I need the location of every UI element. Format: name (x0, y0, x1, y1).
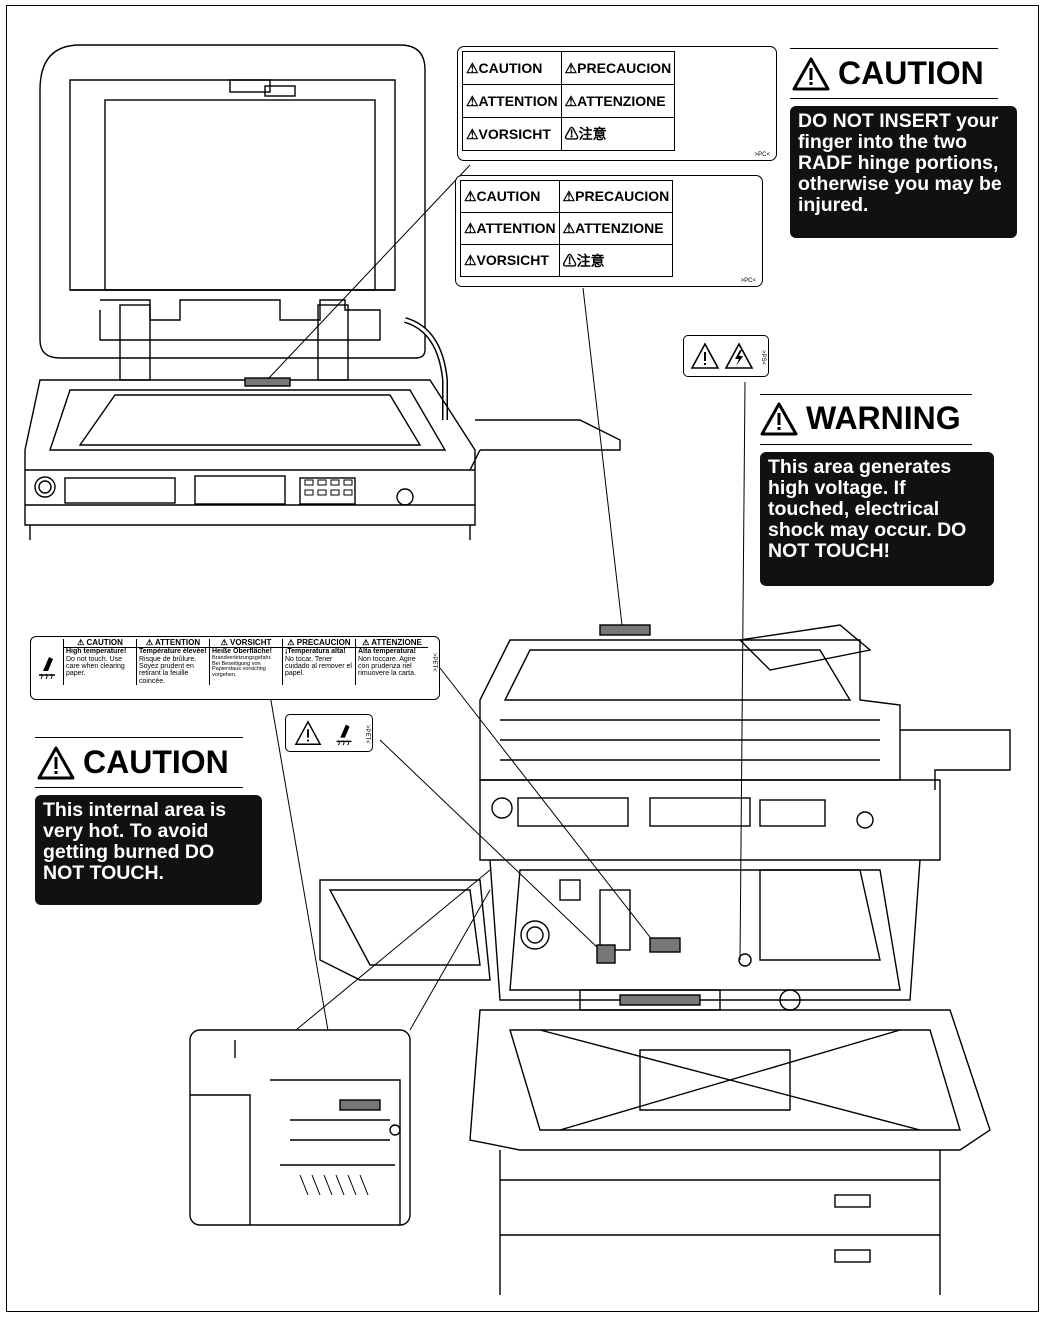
caution-hinge-title: CAUTION (838, 55, 984, 91)
hinge-caution-label-top: ⚠CAUTION ⚠PRECAUCION ⚠ATTENTION ⚠ATTENZI… (457, 46, 777, 161)
inset-detail (189, 1029, 411, 1226)
label-cell: ⚠注意 (558, 244, 674, 277)
heat-subhead: Heiße Oberfläche! (209, 647, 283, 656)
warning-triangle-icon (690, 342, 720, 369)
heat-body: Brandverletzungsgefahr. Bei Beseitigung … (209, 655, 283, 686)
heat-header: ⚠ ATTENTION (136, 638, 210, 649)
caution-heat-rule-bottom (35, 787, 243, 788)
heat-subhead: High temperature! (63, 647, 137, 656)
label-code: >PC< (740, 278, 756, 284)
caution-heat-title: CAUTION (83, 744, 229, 780)
label-cell: ⚠ATTENTION (462, 84, 562, 118)
warning-triangle-icon (294, 720, 322, 745)
label-code: >PET< (431, 653, 437, 672)
label-cell: ⚠CAUTION (462, 51, 562, 85)
heat-header: ⚠ CAUTION (63, 638, 137, 649)
heat-header: ⚠ VORSICHT (209, 638, 283, 649)
label-cell: ⚠CAUTION (460, 180, 560, 213)
caution-heat-message: This internal area is very hot. To avoid… (35, 795, 262, 905)
label-cell: ⚠VORSICHT (462, 117, 562, 151)
caution-hinge-message: DO NOT INSERT your finger into the two R… (790, 106, 1017, 238)
heat-body: Risque de brûlure. Soyez prudent en reti… (136, 655, 210, 686)
heat-subhead: Alta temperatura! (355, 647, 428, 656)
warning-heading: WARNING (760, 400, 961, 437)
heat-subhead: Température élevée! (136, 647, 210, 656)
page-frame (6, 5, 1039, 1312)
heat-subhead: ¡Temperatura alta! (282, 647, 356, 656)
small-heat-label: >PET< (285, 714, 373, 752)
high-temperature-label: ⚠ CAUTION ⚠ ATTENTION ⚠ VORSICHT ⚠ PRECA… (30, 636, 440, 700)
warning-title: WARNING (806, 400, 961, 436)
hinge-caution-label-bottom: ⚠CAUTION ⚠PRECAUCION ⚠ATTENTION ⚠ATTENZI… (455, 175, 763, 287)
label-cell: ⚠PRECAUCION (560, 51, 676, 85)
electric-shock-icon (724, 342, 754, 369)
caution-heat-rule-top (35, 737, 243, 738)
heat-body: Do not touch. Use care when clearing pap… (63, 655, 137, 686)
radf-open-illustration (24, 44, 621, 540)
warning-triangle-icon (37, 746, 75, 779)
label-cell: ⚠ATTENTION (460, 212, 560, 245)
label-cell: ⚠ATTENZIONE (558, 212, 674, 245)
heat-header: ⚠ ATTENZIONE (355, 638, 428, 649)
caution-hinge-rule-top (790, 48, 998, 49)
label-code: >PC< (754, 152, 770, 158)
warning-triangle-icon (792, 57, 830, 90)
caution-hinge-rule-bottom (790, 98, 998, 99)
hot-surface-icon (39, 657, 55, 680)
warning-triangle-icon (760, 402, 798, 435)
caution-hinge-heading: CAUTION (792, 55, 984, 92)
heat-header: ⚠ PRECAUCION (282, 638, 356, 649)
label-cell: ⚠注意 (560, 117, 676, 151)
heat-body: No tocar. Tener cuidado al remover el pa… (282, 655, 356, 686)
label-code: >PET< (364, 725, 370, 744)
label-cell: ⚠PRECAUCION (558, 180, 674, 213)
warning-message: This area generates high voltage. If tou… (760, 452, 994, 586)
heat-body: Non toccare. Agire con prudenza nel rimu… (355, 655, 428, 686)
label-cell: ⚠VORSICHT (460, 244, 560, 277)
caution-heat-heading: CAUTION (37, 744, 229, 781)
machine-illustration (319, 624, 1011, 1295)
label-cell: ⚠ATTENZIONE (560, 84, 676, 118)
high-voltage-label: >PS< (683, 335, 769, 377)
warning-rule-top (760, 394, 972, 395)
label-code: >PS< (760, 350, 766, 366)
hot-surface-icon (336, 724, 352, 746)
warning-rule-bottom (760, 444, 972, 445)
